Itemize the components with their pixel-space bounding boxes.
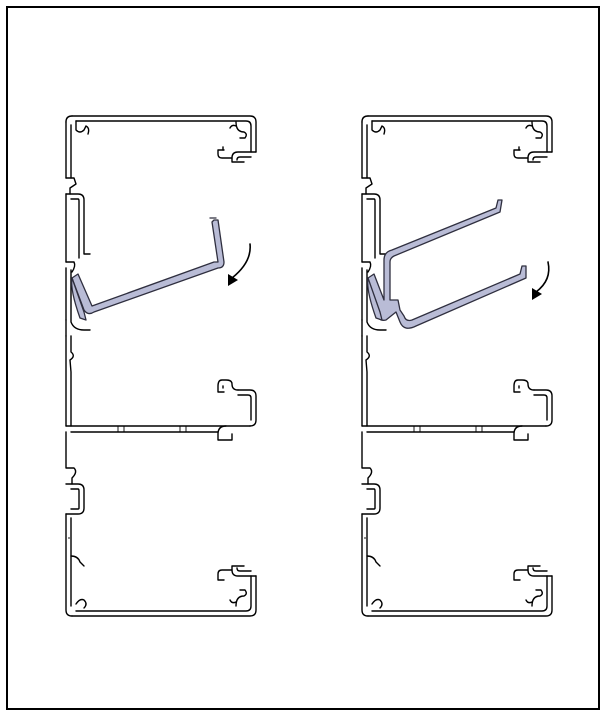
left-channel-profile — [65, 115, 257, 617]
right-u-divider — [367, 199, 527, 329]
figure-frame — [6, 6, 600, 710]
right-channel-profile — [361, 115, 553, 617]
left-hinged-flap — [71, 217, 225, 321]
curved-arrow-icon — [228, 243, 251, 286]
curved-arrow-icon — [532, 261, 550, 300]
